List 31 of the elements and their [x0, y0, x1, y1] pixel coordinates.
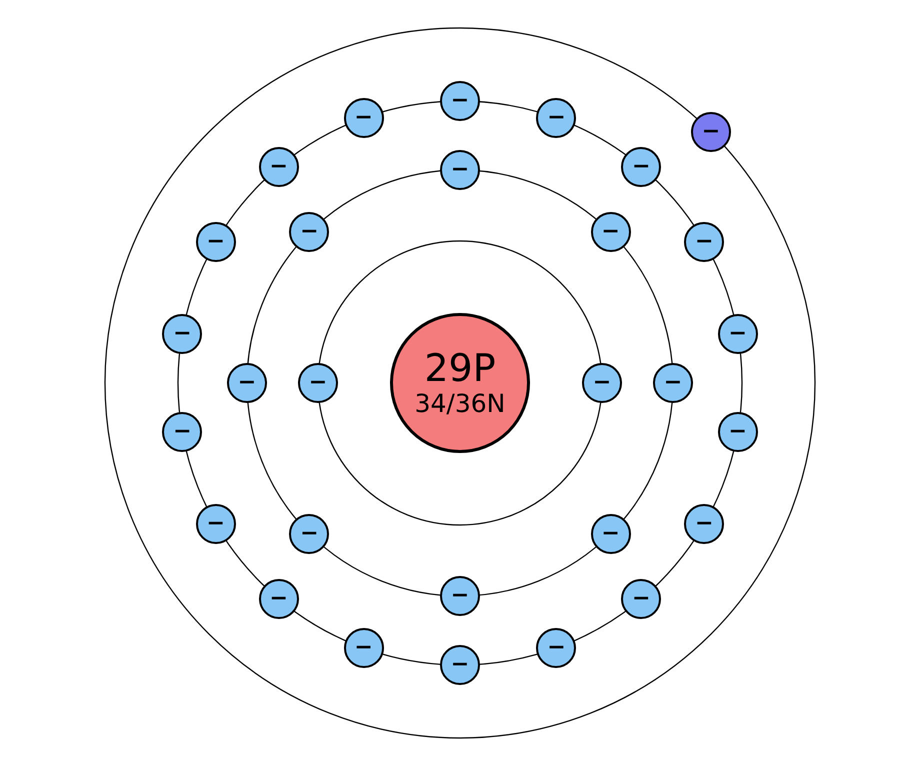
neutron-count: 34/36N	[414, 390, 506, 418]
electron: −	[440, 81, 480, 121]
electron: −	[344, 98, 384, 138]
electron: −	[582, 363, 622, 403]
electron: −	[684, 222, 724, 262]
electron: −	[289, 212, 330, 252]
proton-count: 29P	[424, 348, 496, 390]
electron: −	[289, 514, 330, 554]
electron: −	[298, 363, 338, 403]
electron: −	[536, 628, 576, 668]
electron: −	[196, 222, 236, 262]
electron: −	[684, 504, 724, 544]
electron: −	[258, 146, 299, 187]
electron: −	[718, 314, 758, 354]
electron: −	[258, 579, 299, 620]
electron: −	[162, 412, 202, 452]
electron: −	[196, 504, 236, 544]
electron: −	[344, 628, 384, 668]
electron: −	[440, 150, 480, 190]
electron: −	[621, 146, 662, 187]
electron: −	[440, 645, 480, 685]
electron: −	[590, 212, 631, 252]
electron: −	[536, 98, 576, 138]
electron: −	[590, 514, 631, 554]
electron: −	[227, 363, 267, 403]
electron: −	[718, 412, 758, 452]
electron: −	[653, 363, 693, 403]
electron: −	[440, 576, 480, 616]
electron: −	[162, 314, 202, 354]
electron: −	[621, 579, 662, 620]
valence-electron: −	[691, 112, 732, 152]
